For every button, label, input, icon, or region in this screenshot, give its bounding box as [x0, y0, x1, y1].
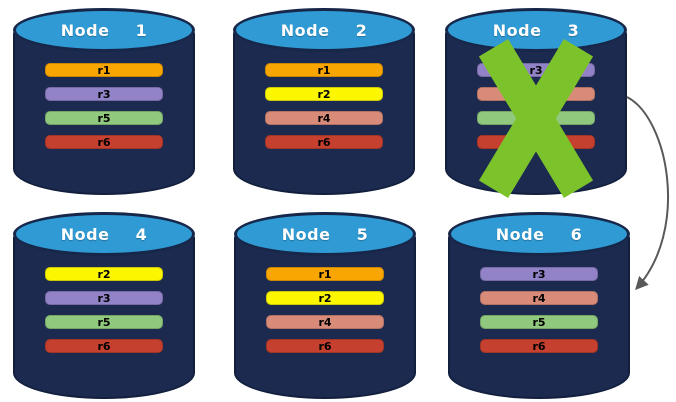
node-title: Node 2 [280, 20, 368, 40]
replica-list: r1 r2 r4 r6 [234, 267, 416, 353]
replica-bar-r4: r4 [266, 315, 384, 329]
node-cylinder: Node 5 r1 r2 r4 r6 [234, 212, 416, 399]
cylinder-top: Node 4 [13, 212, 195, 256]
replica-label: r4 [317, 111, 331, 125]
cylinder-top: Node 5 [234, 212, 416, 256]
replica-bar-r4: r4 [265, 111, 383, 125]
replica-bar-r6: r6 [480, 339, 598, 353]
replica-list: r3 r4 r5 r6 [448, 267, 630, 353]
replica-label: r5 [97, 315, 111, 329]
replica-bar-r1: r1 [45, 63, 163, 77]
replica-list: r3 r4 r5 r6 [445, 63, 627, 149]
replica-bar-r6: r6 [45, 135, 163, 149]
node-title: Node 3 [492, 20, 580, 40]
replica-bar-r1: r1 [265, 63, 383, 77]
replica-bar-r3: r3 [45, 87, 163, 101]
node-title: Node 1 [60, 20, 148, 40]
node-cylinder: Node 1 r1 r3 r5 r6 [13, 8, 195, 195]
replica-label: r6 [529, 135, 543, 149]
replica-bar-r5: r5 [45, 111, 163, 125]
replica-label: r3 [529, 63, 543, 77]
cylinder-top: Node 6 [448, 212, 630, 256]
replica-bar-r3: r3 [477, 63, 595, 77]
replica-list: r1 r3 r5 r6 [13, 63, 195, 149]
replica-label: r6 [317, 135, 331, 149]
replica-label: r3 [97, 87, 111, 101]
replica-label: r3 [532, 267, 546, 281]
replica-bar-r3: r3 [480, 267, 598, 281]
replica-bar-r5: r5 [477, 111, 595, 125]
cylinder-top: Node 1 [13, 8, 195, 52]
node-title: Node 5 [281, 224, 369, 244]
replica-bar-r1: r1 [266, 267, 384, 281]
replica-bar-r5: r5 [480, 315, 598, 329]
replica-label: r1 [318, 267, 332, 281]
replica-list: r1 r2 r4 r6 [233, 63, 415, 149]
replica-label: r4 [532, 291, 546, 305]
replica-bar-r6: r6 [265, 135, 383, 149]
replica-bar-r5: r5 [45, 315, 163, 329]
replica-label: r4 [318, 315, 332, 329]
node-cylinder: Node 3 r3 r4 r5 r6 [445, 8, 627, 198]
replica-label: r6 [532, 339, 546, 353]
replica-label: r2 [97, 267, 111, 281]
cylinder-top: Node 3 [445, 8, 627, 52]
replica-label: r6 [97, 135, 111, 149]
replica-bar-r2: r2 [266, 291, 384, 305]
replica-label: r5 [532, 315, 546, 329]
node-title: Node 6 [495, 224, 583, 244]
replica-label: r1 [317, 63, 331, 77]
replica-label: r6 [97, 339, 111, 353]
node-cylinder: Node 6 r3 r4 r5 r6 [448, 212, 630, 399]
replica-bar-r6: r6 [266, 339, 384, 353]
replica-label: r3 [97, 291, 111, 305]
replica-bar-r6: r6 [477, 135, 595, 149]
replica-bar-r2: r2 [265, 87, 383, 101]
replica-bar-r4: r4 [480, 291, 598, 305]
node-cylinder: Node 4 r2 r3 r5 r6 [13, 212, 195, 399]
replica-label: r2 [317, 87, 331, 101]
replica-label: r5 [97, 111, 111, 125]
replica-bar-r4: r4 [477, 87, 595, 101]
replica-label: r5 [529, 111, 543, 125]
replica-bar-r6: r6 [45, 339, 163, 353]
replica-label: r1 [97, 63, 111, 77]
replica-list: r2 r3 r5 r6 [13, 267, 195, 353]
cylinder-top: Node 2 [233, 8, 415, 52]
node-title: Node 4 [60, 224, 148, 244]
replica-label: r6 [318, 339, 332, 353]
arrow-curve [626, 96, 670, 290]
replica-bar-r3: r3 [45, 291, 163, 305]
replica-bar-r2: r2 [45, 267, 163, 281]
node-cylinder: Node 2 r1 r2 r4 r6 [233, 8, 415, 195]
replica-label: r4 [529, 87, 543, 101]
replica-label: r2 [318, 291, 332, 305]
